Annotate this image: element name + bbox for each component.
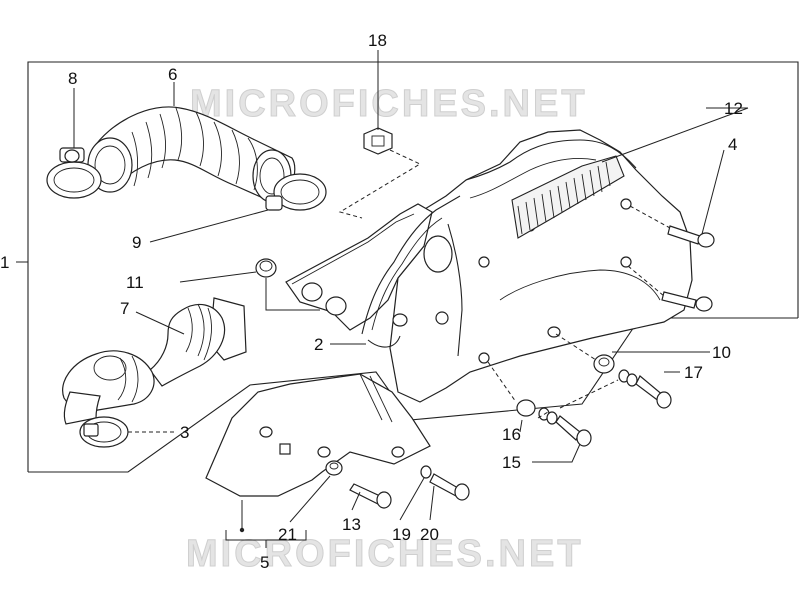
callout-15: 15	[502, 453, 521, 472]
leader-16	[519, 419, 523, 433]
leader-13	[351, 491, 361, 511]
callout-8: 8	[68, 69, 77, 88]
hose-clamp-9	[265, 173, 327, 211]
watermark-top: MICROFICHES.NET	[190, 83, 588, 125]
bolt-15	[538, 407, 592, 447]
callout-13: 13	[342, 515, 361, 534]
air-filter-housing	[285, 129, 693, 403]
hose-clamp-8	[46, 147, 102, 199]
leader-19	[399, 477, 425, 521]
callout-3: 3	[180, 423, 189, 442]
hose-clamp-3	[79, 416, 129, 448]
dash-4a	[629, 205, 671, 229]
callout-2: 2	[314, 335, 323, 354]
callout-7: 7	[120, 299, 129, 318]
assembly-outline	[27, 61, 799, 472]
callout-11: 11	[126, 273, 144, 292]
dash-16	[487, 361, 517, 403]
intake-bellows-hose	[87, 106, 296, 203]
callout-1: 1	[0, 253, 9, 272]
spacer-21	[325, 460, 343, 476]
washer-19	[420, 465, 432, 479]
leader-7	[135, 311, 185, 335]
watermark-bottom: MICROFICHES.NET	[186, 533, 584, 575]
dash-18	[338, 149, 422, 219]
callout-20: 20	[420, 525, 439, 544]
dash-4b	[627, 265, 665, 297]
callout-21: 21	[278, 525, 297, 544]
callout-4: 4	[728, 135, 737, 154]
callout-18: 18	[368, 31, 387, 50]
bolt-17	[618, 369, 672, 409]
dash-17	[559, 379, 619, 409]
callout-5: 5	[260, 553, 269, 572]
spacer-16	[516, 399, 536, 417]
bolt-20	[429, 473, 470, 501]
callout-12: 12	[724, 99, 743, 118]
mounting-bracket	[205, 373, 431, 497]
inlet-duct	[62, 297, 247, 425]
leader-15	[532, 443, 581, 463]
callout-10: 10	[712, 343, 731, 362]
callout-6: 6	[168, 65, 177, 84]
dash-15	[537, 411, 549, 419]
filter-element	[511, 155, 625, 239]
dash-10	[555, 333, 597, 361]
bolt-13	[349, 483, 392, 509]
leader-9	[149, 209, 269, 243]
screw-4	[661, 225, 715, 312]
clip-nut	[363, 127, 393, 155]
grommet-11	[255, 258, 277, 278]
leader-12	[601, 107, 749, 163]
callout-19: 19	[392, 525, 411, 544]
bracket-dot	[239, 527, 245, 533]
leader-11	[179, 271, 257, 283]
spacer-10	[593, 354, 615, 374]
leader-20	[429, 485, 435, 521]
leader-11-b	[265, 278, 320, 311]
callout-17: 17	[684, 363, 703, 382]
leader-4	[701, 149, 725, 235]
leader-21	[289, 475, 331, 523]
callout-16: 16	[502, 425, 521, 444]
callout-9: 9	[132, 233, 141, 252]
